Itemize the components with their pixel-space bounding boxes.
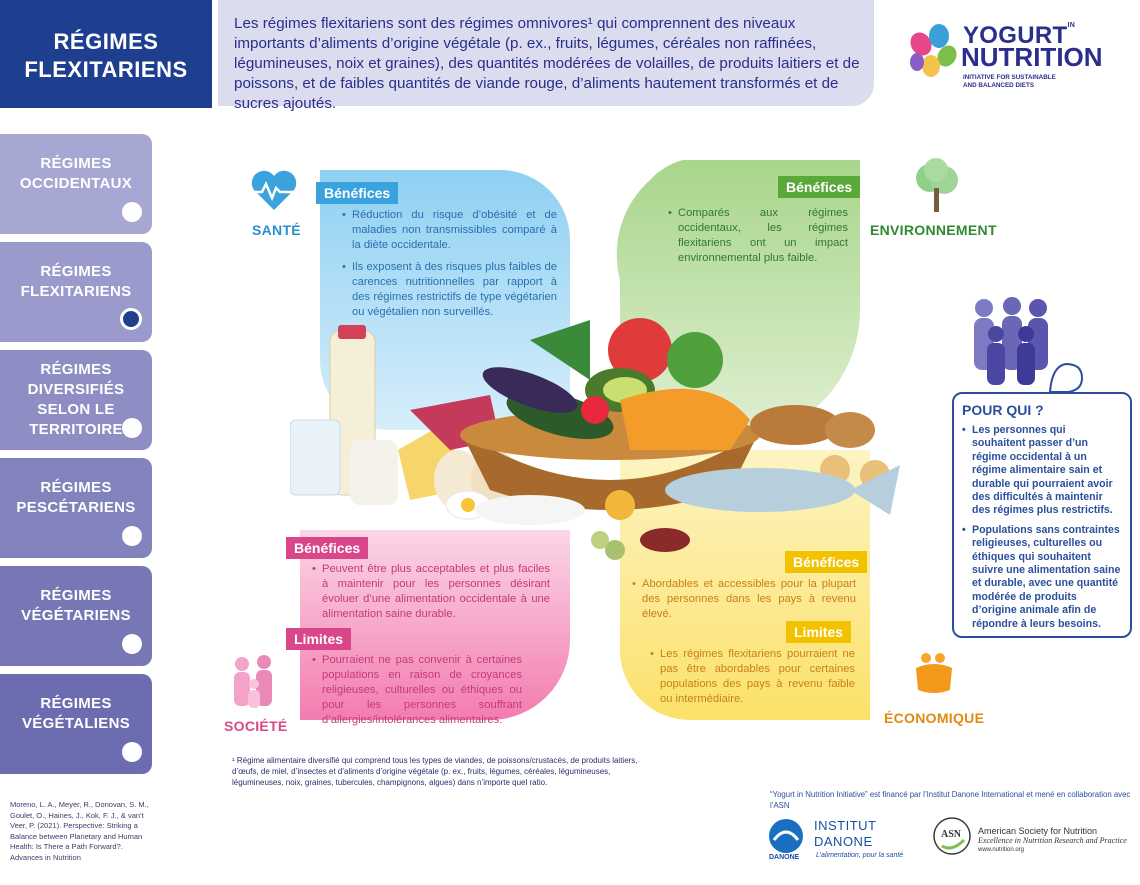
asn-name: American Society for Nutrition bbox=[978, 826, 1098, 836]
environnement-label: ENVIRONNEMENT bbox=[870, 222, 997, 238]
sante-header: Bénéfices bbox=[316, 182, 399, 204]
yogurt-in-nutrition-logo: YOGURTIN NUTRITION INITIATIVE FOR SUSTAI… bbox=[905, 22, 1103, 89]
asn-seal-icon bbox=[933, 817, 971, 855]
asn-url: www.nutrition.org bbox=[978, 847, 1025, 853]
people-group-icon bbox=[974, 297, 1048, 385]
funding-text: “Yogurt in Nutrition Initiative” est fin… bbox=[770, 790, 1131, 810]
tab-indicator bbox=[122, 202, 142, 222]
tab-regimes-occidentaux[interactable]: RÉGIMES OCCIDENTAUX bbox=[0, 134, 152, 234]
list-item: Comparés aux régimes occidentaux, les ré… bbox=[668, 206, 848, 266]
tree-icon bbox=[916, 158, 958, 212]
pour-qui-title: POUR QUI ? bbox=[962, 402, 1044, 418]
list-item: Pourraient ne pas convenir à certaines p… bbox=[312, 653, 522, 728]
pour-qui-box: POUR QUI ? Les personnes qui souhaitent … bbox=[952, 392, 1132, 638]
tab-regimes-diversifies[interactable]: RÉGIMES DIVERSIFIÉS SELON LE TERRITOIRE bbox=[0, 350, 152, 450]
economique-label: ÉCONOMIQUE bbox=[884, 710, 985, 726]
societe-benefits-header: Bénéfices bbox=[286, 537, 369, 559]
tab-regimes-flexitariens[interactable]: RÉGIMES FLEXITARIENS bbox=[0, 242, 152, 342]
heart-pulse-icon bbox=[250, 170, 298, 210]
danone-line2: DANONE bbox=[814, 834, 873, 849]
economique-benefits-header: Bénéfices bbox=[785, 551, 868, 573]
economique-limits-list: Les régimes flexitariens pourraient ne p… bbox=[650, 647, 855, 714]
danone-tagline: L’alimentation, pour la santé bbox=[816, 852, 904, 859]
family-icon bbox=[234, 655, 272, 708]
logo-line2: NUTRITION bbox=[961, 42, 1103, 72]
asn-logo: ASN American Society for Nutrition Excel… bbox=[932, 816, 1136, 866]
tab-regimes-pescetariens[interactable]: RÉGIMES PESCÉTARIENS bbox=[0, 458, 152, 558]
tab-indicator bbox=[122, 418, 142, 438]
pour-qui-list: Les personnes qui souhaitent passer d’un… bbox=[962, 424, 1122, 631]
list-item: Abordables et accessibles pour la plupar… bbox=[632, 577, 856, 622]
danone-globe-icon bbox=[769, 819, 803, 853]
list-item: Les personnes qui souhaitent passer d’un… bbox=[962, 424, 1122, 518]
economique-benefits-list: Abordables et accessibles pour la plupar… bbox=[632, 577, 856, 629]
danone-brand: DANONE bbox=[769, 854, 800, 861]
page-title: RÉGIMES FLEXITARIENS bbox=[0, 0, 212, 108]
danone-line1: INSTITUT bbox=[814, 818, 877, 833]
list-item: Réduction du risque d’obésité et de mala… bbox=[342, 208, 557, 253]
food-basket-illustration bbox=[290, 318, 900, 560]
tab-indicator bbox=[122, 742, 142, 762]
list-item: Les régimes flexitariens pourraient ne p… bbox=[650, 647, 855, 707]
tab-regimes-vegetariens[interactable]: RÉGIMES VÉGÉTARIENS bbox=[0, 566, 152, 666]
coin-purse-icon bbox=[916, 653, 952, 693]
reference: Moreno, L. A., Meyer, R., Donovan, S. M.… bbox=[10, 800, 149, 862]
list-item: Peuvent être plus acceptables et plus fa… bbox=[312, 562, 550, 622]
list-item: Populations sans contraintes religieuses… bbox=[962, 524, 1122, 631]
tab-indicator-active bbox=[120, 308, 142, 330]
intro-text: Les régimes flexitariens sont des régime… bbox=[218, 0, 874, 112]
societe-limits-list: Pourraient ne pas convenir à certaines p… bbox=[312, 653, 522, 735]
societe-limits-header: Limites bbox=[286, 628, 352, 650]
tab-regimes-vegetaliens[interactable]: RÉGIMES VÉGÉTALIENS bbox=[0, 674, 152, 774]
list-item: Ils exposent à des risques plus faibles … bbox=[342, 260, 557, 320]
sante-label: SANTÉ bbox=[252, 222, 301, 238]
footnote: ¹ Régime alimentaire diversifié qui comp… bbox=[232, 756, 638, 787]
sante-benefits-list: Réduction du risque d’obésité et de mala… bbox=[342, 208, 557, 327]
environnement-benefits-list: Comparés aux régimes occidentaux, les ré… bbox=[668, 206, 848, 273]
flower-logo-icon bbox=[910, 24, 957, 77]
tab-indicator bbox=[122, 634, 142, 654]
societe-benefits-list: Peuvent être plus acceptables et plus fa… bbox=[312, 562, 550, 629]
tab-indicator bbox=[122, 526, 142, 546]
economique-limits-header: Limites bbox=[786, 621, 852, 643]
asn-tagline: Excellence in Nutrition Research and Pra… bbox=[978, 836, 1127, 845]
logo-small: IN bbox=[1067, 22, 1076, 29]
institut-danone-logo: DANONE INSTITUT DANONE L’alimentation, p… bbox=[766, 816, 916, 866]
societe-label: SOCIÉTÉ bbox=[224, 718, 288, 734]
asn-abbr: ASN bbox=[941, 829, 962, 840]
environnement-header: Bénéfices bbox=[778, 176, 861, 198]
speech-bubble-icon bbox=[1048, 362, 1084, 393]
logo-line1: YOGURT bbox=[963, 22, 1068, 49]
